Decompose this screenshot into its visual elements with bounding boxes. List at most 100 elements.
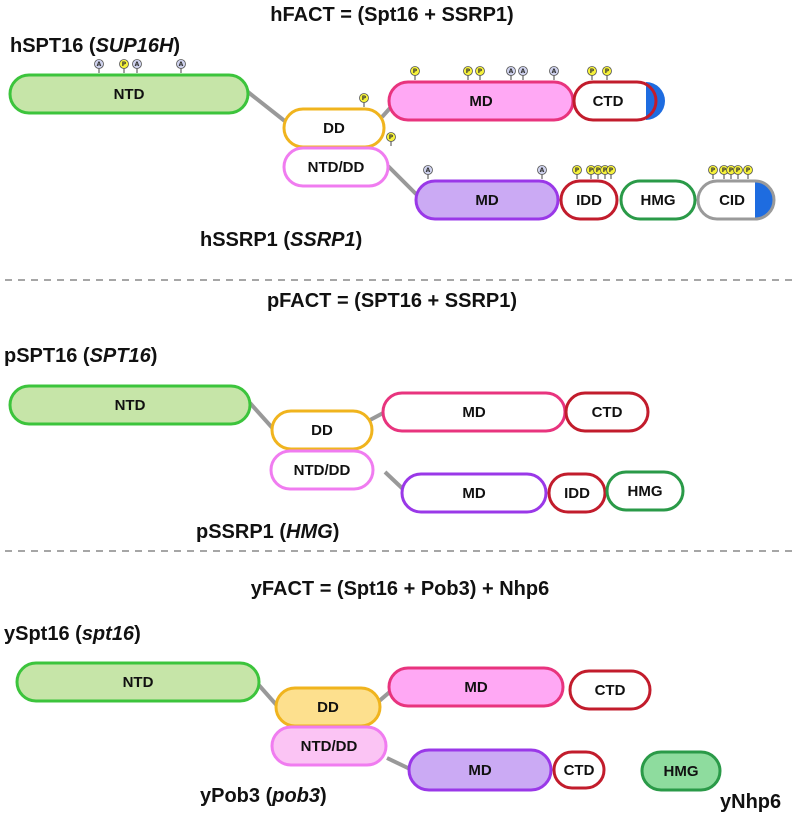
- hssrp1-ntd-dd: NTD/DD: [282, 146, 390, 188]
- pspt16-label: pSPT16 (SPT16): [4, 345, 157, 367]
- ypob3-md: MD: [407, 748, 553, 792]
- svg-text:NTD/DD: NTD/DD: [308, 159, 365, 176]
- acetyl-site-marker: A: [132, 59, 142, 73]
- ypob3-ntd-dd: NTD/DD: [270, 725, 388, 767]
- hspt16-linker-1: [246, 90, 288, 124]
- hspt16-ntd: NTD: [8, 73, 250, 115]
- phospho-site-marker: P: [602, 66, 612, 80]
- phospho-site-marker: P: [587, 66, 597, 80]
- svg-text:NTD: NTD: [123, 674, 154, 691]
- phospho-site-marker: P: [606, 165, 616, 179]
- yfact-title: yFACT = (Spt16 + Pob3) + Nhp6: [251, 578, 549, 600]
- yspt16-ntd: NTD: [15, 661, 261, 703]
- phospho-site-marker: P: [463, 66, 473, 80]
- ypob3-label: yPob3 (pob3): [200, 785, 327, 807]
- pspt16-dd: DD: [270, 409, 374, 451]
- hspt16-label: hSPT16 (SUP16H): [10, 35, 180, 57]
- phospho-site-marker: P: [572, 165, 582, 179]
- svg-text:MD: MD: [462, 485, 485, 502]
- svg-text:P: P: [389, 134, 394, 141]
- svg-text:HMG: HMG: [628, 483, 663, 500]
- ypob3-ctd: CTD: [552, 750, 606, 790]
- svg-text:P: P: [609, 167, 614, 174]
- svg-text:IDD: IDD: [564, 485, 590, 502]
- svg-text:A: A: [509, 68, 514, 75]
- pssrp1-linker-1: [383, 470, 406, 492]
- svg-text:CID: CID: [719, 192, 745, 209]
- pfact-title: pFACT = (SPT16 + SSRP1): [267, 290, 517, 312]
- svg-text:CTD: CTD: [595, 682, 626, 699]
- pssrp1-label: pSSRP1 (HMG): [196, 521, 339, 543]
- phospho-site-marker: P: [593, 165, 603, 179]
- svg-text:DD: DD: [323, 120, 345, 137]
- svg-text:P: P: [722, 167, 727, 174]
- pspt16-ctd: CTD: [564, 391, 650, 433]
- svg-text:DD: DD: [311, 422, 333, 439]
- svg-text:P: P: [746, 167, 751, 174]
- svg-text:HMG: HMG: [641, 192, 676, 209]
- yspt16-dd: DD: [274, 686, 382, 728]
- pssrp1-idd: IDD: [547, 472, 607, 514]
- svg-text:MD: MD: [464, 679, 487, 696]
- svg-text:P: P: [122, 61, 127, 68]
- phospho-site-marker: P: [386, 132, 396, 146]
- svg-text:A: A: [426, 167, 431, 174]
- acetyl-site-marker: A: [537, 165, 547, 179]
- svg-text:A: A: [179, 61, 184, 68]
- svg-text:P: P: [466, 68, 471, 75]
- svg-text:P: P: [596, 167, 601, 174]
- svg-text:IDD: IDD: [576, 192, 602, 209]
- svg-text:CTD: CTD: [564, 762, 595, 779]
- svg-text:P: P: [711, 167, 716, 174]
- yspt16-label: ySpt16 (spt16): [4, 623, 141, 645]
- svg-text:A: A: [135, 61, 140, 68]
- svg-text:NTD/DD: NTD/DD: [301, 738, 358, 755]
- phospho-site-marker: P: [119, 59, 129, 73]
- ynhp6-hmg: HMG: [640, 750, 722, 792]
- svg-text:P: P: [589, 167, 594, 174]
- svg-text:NTD: NTD: [114, 86, 145, 103]
- svg-text:P: P: [413, 68, 418, 75]
- svg-text:P: P: [729, 167, 734, 174]
- acetyl-site-marker: A: [176, 59, 186, 73]
- svg-text:NTD/DD: NTD/DD: [294, 462, 351, 479]
- hssrp1-cid: CID: [696, 179, 776, 221]
- phospho-site-marker: P: [743, 165, 753, 179]
- acetyl-site-marker: A: [94, 59, 104, 73]
- hssrp1-linker-1: [386, 164, 420, 198]
- acetyl-site-marker: A: [518, 66, 528, 80]
- acetyl-site-marker: A: [549, 66, 559, 80]
- svg-text:P: P: [478, 68, 483, 75]
- svg-text:DD: DD: [317, 699, 339, 716]
- phospho-site-marker: P: [708, 165, 718, 179]
- phospho-site-marker: P: [410, 66, 420, 80]
- hssrp1-md: MD: [414, 179, 560, 221]
- hspt16-ctd: CTD: [572, 80, 665, 122]
- hssrp1-label: hSSRP1 (SSRP1): [200, 229, 362, 251]
- svg-text:A: A: [97, 61, 102, 68]
- hspt16-md: MD: [387, 80, 575, 122]
- svg-text:P: P: [605, 68, 610, 75]
- pssrp1-hmg: HMG: [605, 470, 685, 512]
- ynhp6-label: yNhp6: [720, 791, 781, 813]
- svg-text:MD: MD: [475, 192, 498, 209]
- svg-text:MD: MD: [469, 93, 492, 110]
- phospho-site-marker: P: [359, 93, 369, 107]
- svg-text:A: A: [521, 68, 526, 75]
- svg-text:P: P: [736, 167, 741, 174]
- yspt16-ctd: CTD: [568, 669, 652, 711]
- svg-text:P: P: [362, 95, 367, 102]
- hfact-title: hFACT = (Spt16 + SSRP1): [270, 4, 513, 26]
- svg-text:P: P: [603, 167, 608, 174]
- yspt16-md: MD: [387, 666, 565, 708]
- pssrp1-md: MD: [400, 472, 548, 514]
- hspt16-dd: DD: [282, 107, 386, 149]
- svg-text:CTD: CTD: [593, 93, 624, 110]
- hssrp1-idd: IDD: [559, 179, 619, 221]
- svg-text:HMG: HMG: [664, 763, 699, 780]
- svg-text:A: A: [552, 68, 557, 75]
- svg-text:MD: MD: [462, 404, 485, 421]
- acetyl-site-marker: A: [506, 66, 516, 80]
- pspt16-md: MD: [381, 391, 567, 433]
